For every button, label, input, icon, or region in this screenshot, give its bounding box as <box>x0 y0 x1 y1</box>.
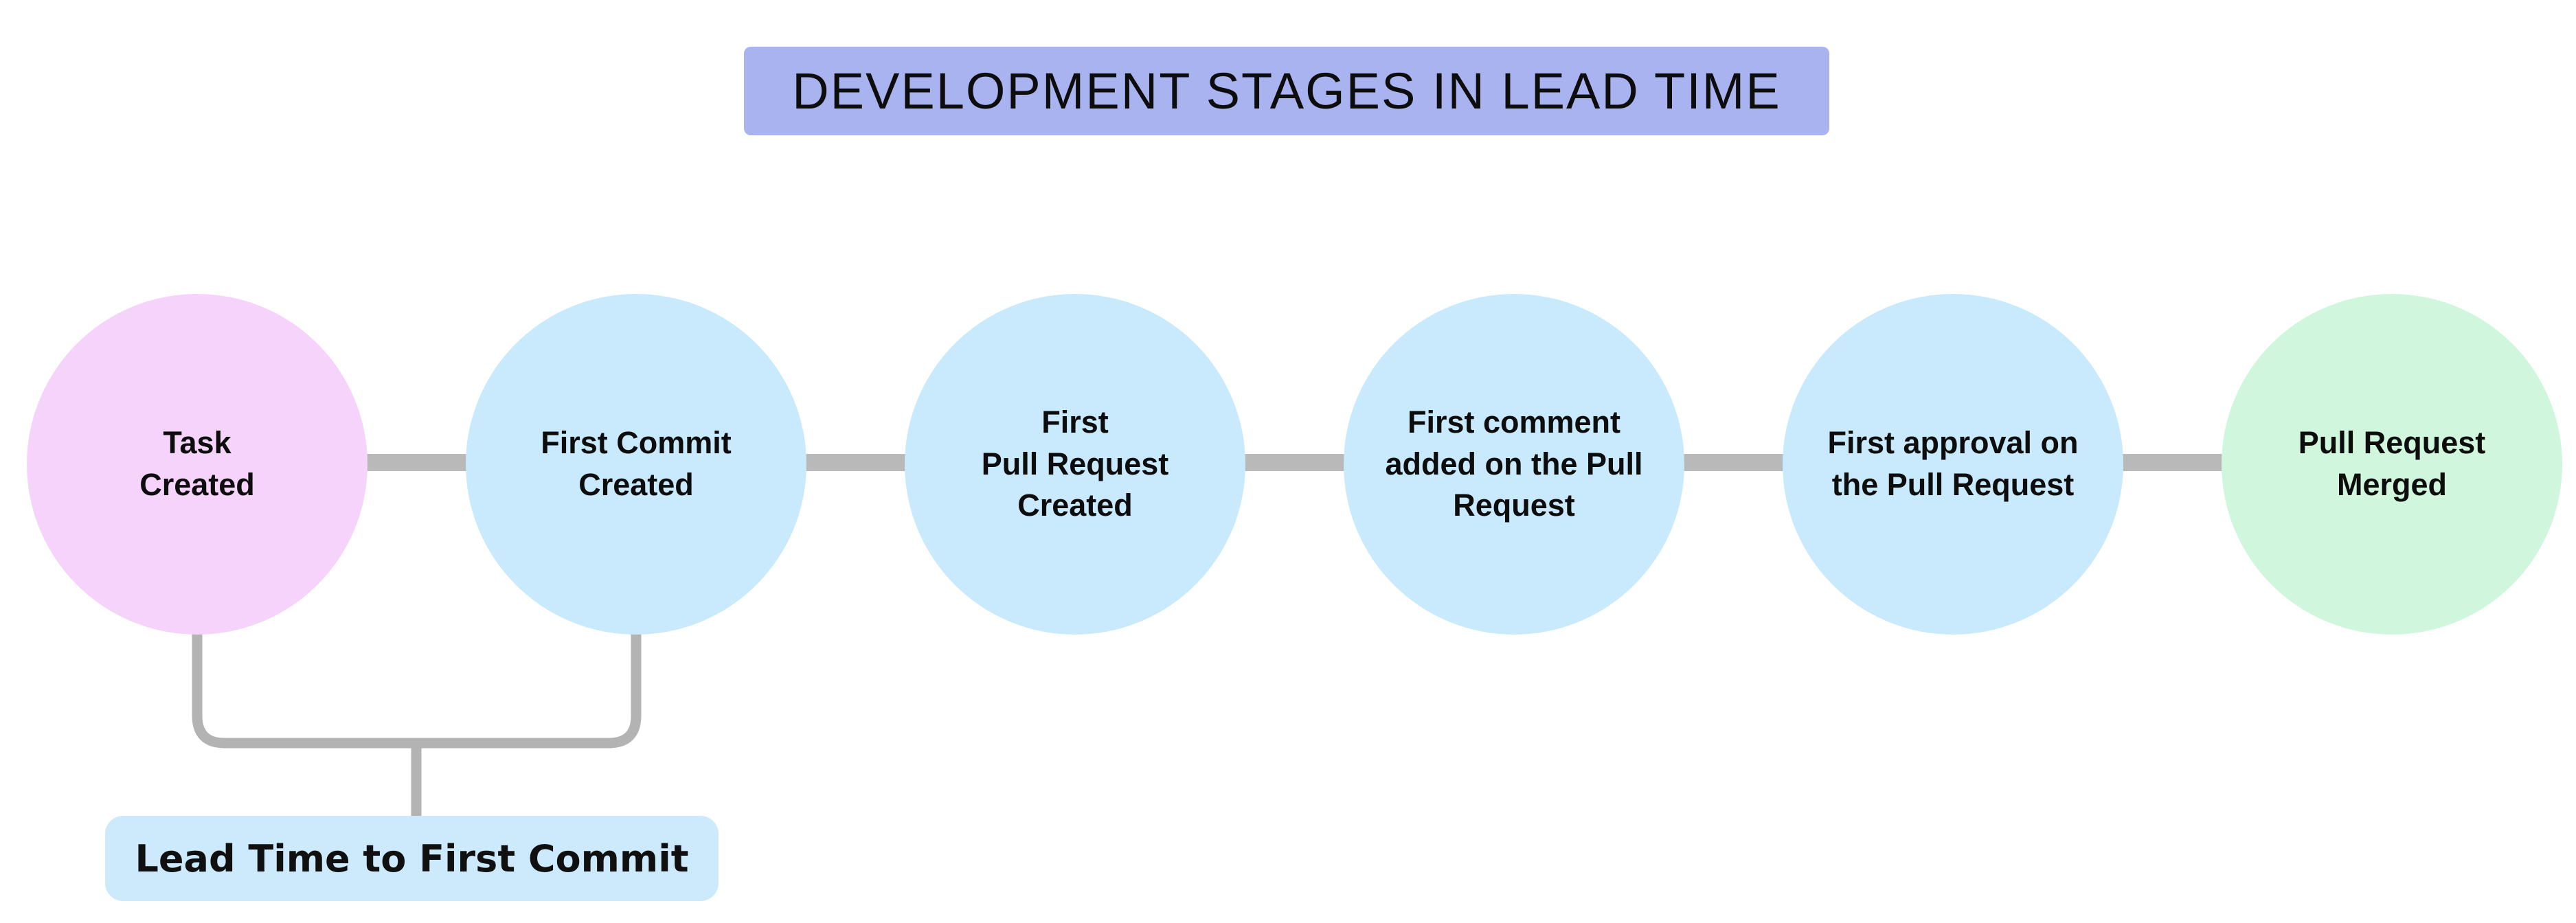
stage-circle-first-commit-created: First Commit Created <box>466 294 806 635</box>
stage-label: First comment added on the Pull Request <box>1385 404 1643 523</box>
lead-time-bracket <box>192 618 642 749</box>
stage-circle-first-pull-request-created: First Pull Request Created <box>905 294 1245 635</box>
stage-circle-first-approval: First approval on the Pull Request <box>1783 294 2123 635</box>
stage-label: Task Created <box>139 425 255 502</box>
stage-circle-task-created: Task Created <box>27 294 368 635</box>
lead-time-annotation-label: Lead Time to First Commit <box>135 836 689 880</box>
lead-time-annotation-box: Lead Time to First Commit <box>105 816 719 901</box>
stage-label: First approval on the Pull Request <box>1827 425 2079 502</box>
diagram-title-banner: DEVELOPMENT STAGES IN LEAD TIME <box>744 47 1829 135</box>
stage-label: Pull Request Merged <box>2298 425 2486 502</box>
diagram-title: DEVELOPMENT STAGES IN LEAD TIME <box>792 62 1781 119</box>
stage-circle-pull-request-merged: Pull Request Merged <box>2222 294 2562 635</box>
stage-circle-first-comment-added: First comment added on the Pull Request <box>1344 294 1684 635</box>
stage-label: First Commit Created <box>541 425 732 502</box>
stage-label: First Pull Request Created <box>981 404 1169 523</box>
